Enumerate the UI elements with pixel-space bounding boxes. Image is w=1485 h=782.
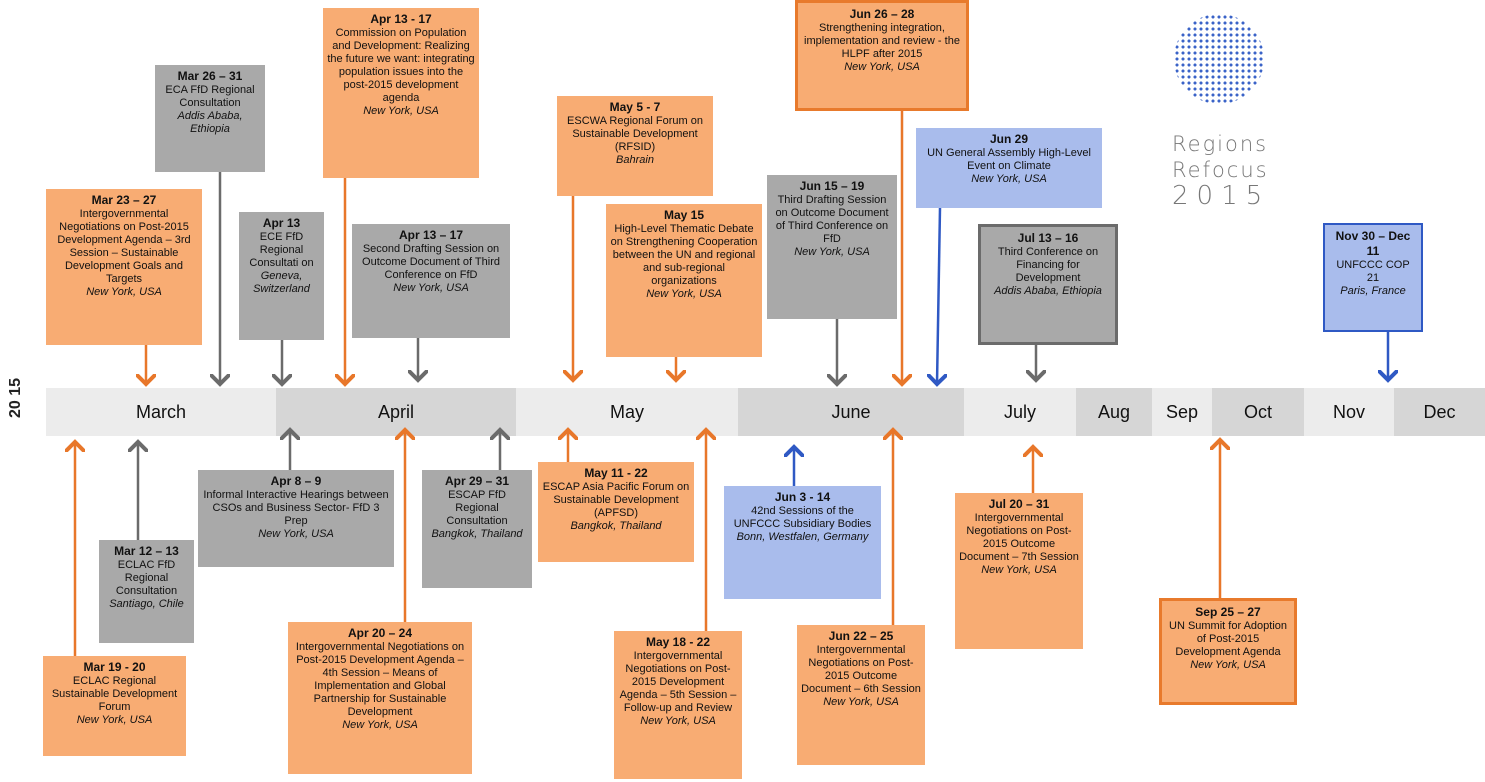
month-dec: Dec [1394,388,1485,436]
logo-line-2: Refocus [1172,158,1269,182]
globe-icon [1174,14,1264,104]
month-june: June [738,388,964,436]
month-sep: Sep [1152,388,1212,436]
regions-refocus-logo: Regions Refocus 2015 [1160,10,1290,230]
month-oct: Oct [1212,388,1304,436]
logo-line-3: 2015 [1172,181,1271,211]
month-nov: Nov [1304,388,1394,436]
month-july: July [964,388,1076,436]
logo-line-1: Regions [1172,132,1269,156]
arrow-jun29 [937,207,940,384]
month-march: March [46,388,276,436]
month-aug: Aug [1076,388,1152,436]
